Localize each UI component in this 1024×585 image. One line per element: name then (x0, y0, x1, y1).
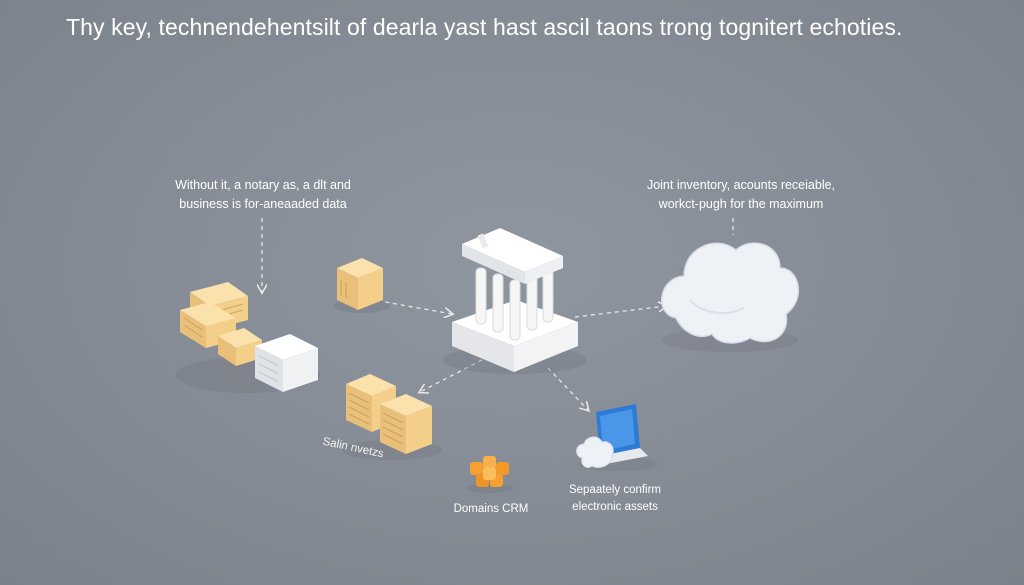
caption-laptop-line-1: Sepaately confirm (568, 484, 662, 496)
connector-hub-laptop (547, 367, 588, 410)
server-rack-icon (342, 374, 442, 460)
connector-hub-servers (420, 359, 483, 392)
cloud-icon (661, 242, 800, 352)
cube-cluster-icon (466, 456, 514, 493)
connector-hub-cloud (574, 306, 666, 318)
caption-laptop-line-2: electronic assets (572, 501, 658, 513)
note-right-line-2: workct-pugh for the maximum (658, 197, 824, 211)
note-left-line-1: Without it, a notary as, a dlt and (175, 178, 351, 192)
note-right: Joint inventory, acounts receiable, work… (626, 176, 856, 214)
caption-laptop: Sepaately confirm electronic assets (555, 482, 675, 516)
connectors (262, 218, 734, 410)
laptop-cloud-icon (576, 404, 658, 471)
connector-box-hub (384, 301, 452, 314)
bank-building-icon (443, 228, 587, 374)
box-icon (334, 258, 390, 313)
server-boxes-icon (176, 282, 320, 393)
note-left-line-2: business is for-aneaaded data (179, 197, 347, 211)
note-right-line-1: Joint inventory, acounts receiable, (646, 178, 836, 192)
note-left: Without it, a notary as, a dlt and busin… (148, 176, 378, 214)
caption-domains: Domains CRM (453, 503, 529, 515)
headline: Thy key, technendehentsilt of dearla yas… (66, 14, 903, 40)
